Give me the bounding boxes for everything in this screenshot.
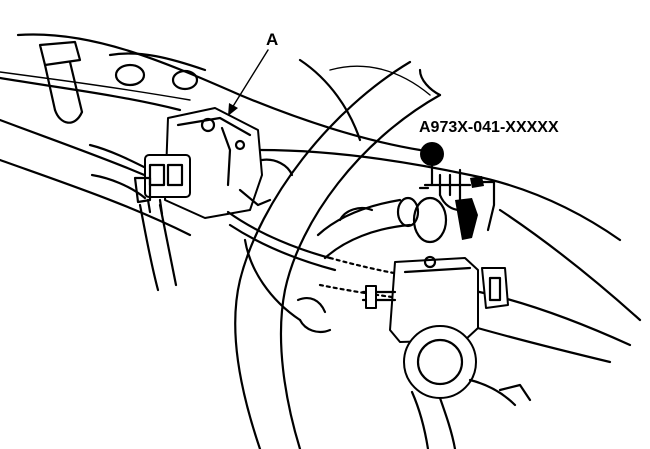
vacuum-pipe	[316, 196, 448, 260]
callout-a-label: A	[266, 30, 279, 49]
connector-a	[133, 107, 294, 219]
fuel-rail	[0, 40, 207, 124]
wire-harness	[226, 210, 407, 334]
special-tool-icon	[418, 142, 496, 240]
pressure-port	[403, 325, 532, 449]
body-panel	[0, 33, 642, 364]
leader-a	[228, 49, 269, 116]
solenoid-valve	[361, 255, 509, 343]
tool-number-label: A973X-041-XXXXX	[419, 119, 559, 136]
main-hose	[234, 60, 442, 449]
